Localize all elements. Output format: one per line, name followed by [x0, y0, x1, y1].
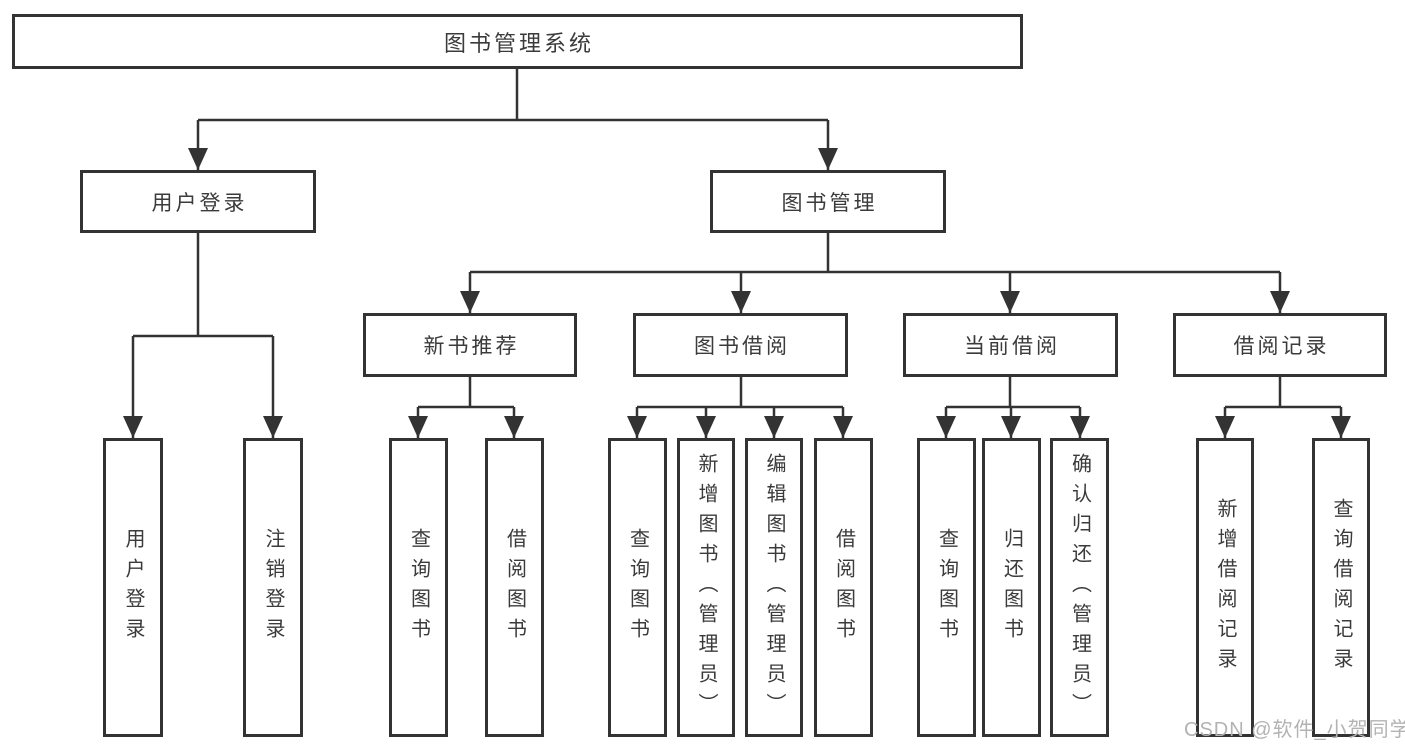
node-current-borrowing-label: 当前借阅	[964, 335, 1060, 358]
node-new-book-recommend: 新书推荐	[363, 313, 577, 377]
leaf-br-query-record-label: 查询借阅记录	[1330, 497, 1352, 678]
leaf-br-query-record: 查询借阅记录	[1312, 438, 1370, 737]
leaf-nb-borrow-books: 借阅图书	[485, 438, 544, 737]
leaf-br-add-record-label: 新增借阅记录	[1214, 497, 1236, 678]
node-borrowing-records: 借阅记录	[1173, 313, 1387, 377]
leaf-user-login-label: 用户登录	[122, 527, 144, 648]
leaf-cb-query-books: 查询图书	[917, 438, 976, 737]
node-user-login: 用户登录	[80, 170, 316, 233]
leaf-bb-edit-books-admin-label: 编辑图书（管理员）	[763, 452, 785, 723]
leaf-cb-query-books-label: 查询图书	[935, 527, 958, 648]
node-new-book-recommend-label: 新书推荐	[423, 335, 520, 358]
leaf-bb-borrow-books: 借阅图书	[814, 438, 873, 737]
leaf-bb-add-books-admin-label: 新增图书（管理员）	[695, 452, 717, 723]
leaf-user-login: 用户登录	[103, 438, 163, 737]
csdn-watermark: CSDN @软件_小贺同学	[1184, 719, 1405, 741]
connector-current-borrow-trunk	[946, 377, 1080, 409]
node-root-system-label: 图书管理系统	[443, 30, 594, 56]
connector-book-mgmt-trunk	[470, 233, 1280, 274]
node-book-borrowing-label: 图书借阅	[694, 335, 790, 358]
leaf-logout: 注销登录	[243, 438, 303, 737]
leaf-logout-label: 注销登录	[262, 527, 284, 648]
leaf-bb-borrow-books-label: 借阅图书	[832, 527, 855, 648]
node-root-system: 图书管理系统	[12, 14, 1023, 69]
leaf-cb-return-books: 归还图书	[982, 438, 1041, 737]
leaf-nb-borrow-books-label: 借阅图书	[503, 527, 526, 648]
connector-user-login-trunk	[133, 233, 273, 338]
leaf-bb-query-books: 查询图书	[608, 438, 667, 737]
leaf-bb-query-books-label: 查询图书	[626, 527, 649, 648]
node-book-management: 图书管理	[710, 170, 946, 233]
connector-root-trunk	[198, 69, 828, 122]
leaf-br-add-record: 新增借阅记录	[1196, 438, 1254, 737]
node-user-login-label: 用户登录	[151, 191, 248, 215]
leaf-cb-confirm-return-admin-label: 确认归还（管理员）	[1068, 452, 1091, 723]
leaf-cb-confirm-return-admin: 确认归还（管理员）	[1050, 438, 1109, 737]
connector-book-borrow-trunk	[637, 377, 843, 409]
leaf-nb-query-books-label: 查询图书	[407, 527, 430, 648]
node-borrowing-records-label: 借阅记录	[1233, 335, 1330, 358]
node-current-borrowing: 当前借阅	[903, 313, 1118, 377]
connector-borrow-records-trunk	[1225, 377, 1341, 409]
leaf-bb-edit-books-admin: 编辑图书（管理员）	[745, 438, 803, 737]
node-book-management-label: 图书管理	[781, 191, 878, 215]
leaf-nb-query-books: 查询图书	[389, 438, 448, 737]
leaf-bb-add-books-admin: 新增图书（管理员）	[677, 438, 735, 737]
node-book-borrowing: 图书借阅	[633, 313, 848, 377]
leaf-cb-return-books-label: 归还图书	[1000, 527, 1023, 648]
connector-new-books-trunk	[418, 377, 514, 409]
